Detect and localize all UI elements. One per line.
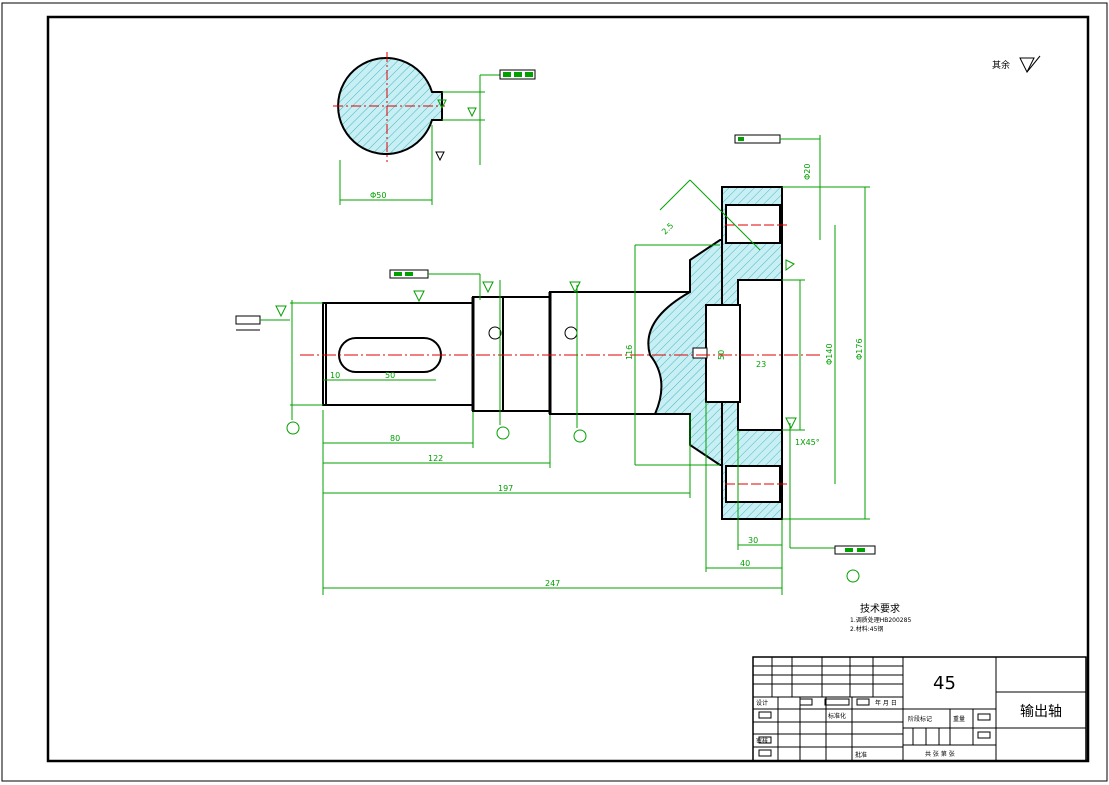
shaft-main-view — [300, 186, 820, 520]
label-date: 年 月 日 — [875, 699, 897, 707]
dim-phi50: Φ50 — [370, 191, 386, 200]
dim-197: 197 — [498, 484, 513, 493]
dim-d50b: 50 — [717, 350, 726, 360]
title-block — [752, 656, 1087, 762]
dim-r20: Φ20 — [803, 164, 812, 180]
tech-title: 技术要求 — [860, 602, 900, 615]
drawing-frame — [46, 15, 1090, 763]
dim-10: 10 — [330, 371, 340, 380]
dim-2-5: 2.5 — [660, 221, 675, 236]
label-review: 审核 — [756, 737, 768, 745]
label-weight: 重量 — [953, 715, 965, 723]
finish-note: 其余 — [992, 59, 1010, 71]
dimensions — [290, 135, 870, 595]
gd-t-frames: 其余 — [235, 55, 1041, 583]
label-approve: 批准 — [855, 751, 867, 759]
dim-176: Φ176 — [855, 338, 864, 360]
dim-chamfer: 1X45° — [795, 438, 820, 447]
label-stage: 阶段标记 — [908, 715, 932, 723]
tech-item-2: 2.材料:45钢 — [850, 625, 883, 633]
section-view: Φ50 — [333, 52, 536, 205]
tech-requirements: 技术要求 1.调质处理HB200285 2.材料:45钢 — [850, 602, 911, 633]
dim-116: 116 — [625, 345, 634, 360]
label-standard: 标准化 — [828, 712, 846, 720]
dimension-texts: 80 122 197 247 10 50 30 40 23 1X45° 50 1… — [330, 164, 864, 588]
dim-122: 122 — [428, 454, 443, 463]
label-design: 设计 — [756, 699, 768, 707]
dim-40: 40 — [740, 559, 750, 568]
label-sheets: 共 张 第 张 — [925, 750, 955, 758]
part-name: 输出轴 — [1020, 704, 1062, 720]
dim-50: 50 — [385, 371, 395, 380]
dim-23: 23 — [756, 360, 766, 369]
material-text: 45 — [933, 673, 956, 694]
dim-80: 80 — [390, 434, 400, 443]
dim-140: Φ140 — [825, 343, 834, 365]
dim-30: 30 — [748, 536, 758, 545]
dim-247: 247 — [545, 579, 560, 588]
title-block-text: 45 输出轴 设计 标准化 审核 批准 阶段标记 重量 共 张 第 张 年 月 … — [756, 673, 1062, 759]
tech-item-1: 1.调质处理HB200285 — [850, 616, 911, 624]
